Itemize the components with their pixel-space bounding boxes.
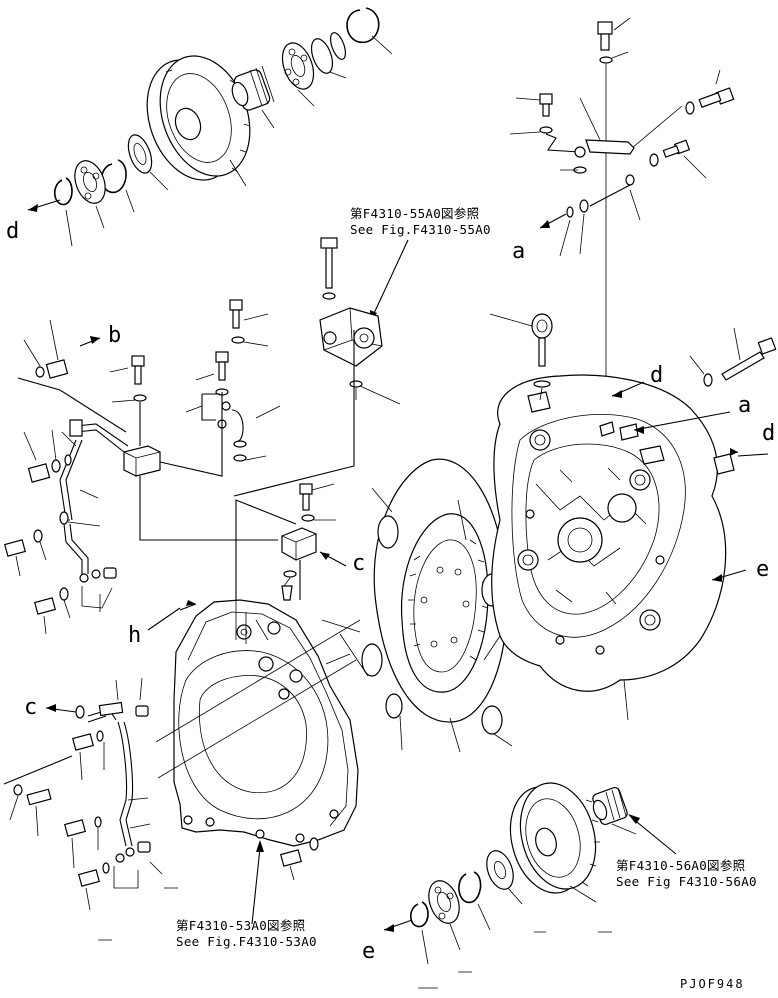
shim-ring: [330, 32, 346, 60]
label-h: h: [128, 623, 141, 648]
ref-56-en: See Fig F4310-56A0: [616, 874, 757, 889]
rear-housing: [483, 374, 735, 721]
ref-55-jp: 第F4310-55A0図参照: [350, 206, 479, 221]
spacer-ring: [310, 38, 334, 74]
snap-ring-top: [346, 7, 380, 43]
drawing-code: PJOF948: [680, 977, 745, 991]
seal-ring: [127, 134, 153, 174]
label-d-far-right: d: [762, 421, 775, 446]
ref-53-en: See Fig.F4310-53A0: [176, 934, 317, 949]
ref-53-jp: 第F4310-53A0図参照: [176, 918, 305, 933]
reference-fig-55: 第F4310-55A0図参照 See Fig.F4310-55A0: [350, 206, 491, 323]
label-e-right: e: [756, 557, 769, 582]
bearing-left: [74, 160, 106, 204]
label-e-bottom: e: [362, 939, 375, 964]
label-a-right: a: [738, 393, 751, 418]
snap-ring-bottom-left: [410, 901, 429, 928]
snap-ring-left: [54, 177, 73, 206]
bearing-top: [281, 42, 315, 90]
label-a-top: a: [512, 239, 525, 264]
label-d-topleft: d: [6, 219, 19, 244]
long-bolt-right: [689, 327, 777, 387]
ref-56-jp: 第F4310-56A0図参照: [616, 858, 745, 873]
flywheel-housing: [155, 599, 361, 881]
snap-ring-mid: [101, 159, 127, 193]
label-c-middle: c: [352, 551, 365, 576]
eye-bolt: [489, 313, 553, 401]
spline-shaft: [592, 786, 628, 826]
collar: [486, 850, 514, 890]
pipe-assembly-lower: [3, 677, 178, 941]
reference-fig-53: 第F4310-53A0図参照 See Fig.F4310-53A0: [176, 840, 317, 949]
reference-fig-56: 第F4310-56A0図参照 See Fig F4310-56A0: [616, 814, 757, 889]
bottom-gear-assembly: [383, 782, 637, 989]
large-gear-bottom: [509, 782, 600, 894]
center-plate: [339, 458, 529, 753]
label-c-left: c: [24, 695, 37, 720]
valve-block: [319, 237, 401, 405]
large-gear-top: [146, 55, 251, 181]
label-b: b: [108, 323, 121, 348]
pipe-assembly-upper: [4, 299, 281, 635]
gear-hub: [231, 65, 275, 111]
top-right-bolts: [509, 17, 735, 430]
bearing-bottom: [428, 880, 460, 924]
top-gear-assembly: [27, 7, 393, 247]
ref-55-en: See Fig.F4310-55A0: [350, 222, 491, 237]
label-d-right: d: [650, 363, 663, 388]
middle-block: [233, 330, 355, 601]
snap-ring-bottom: [458, 871, 482, 903]
